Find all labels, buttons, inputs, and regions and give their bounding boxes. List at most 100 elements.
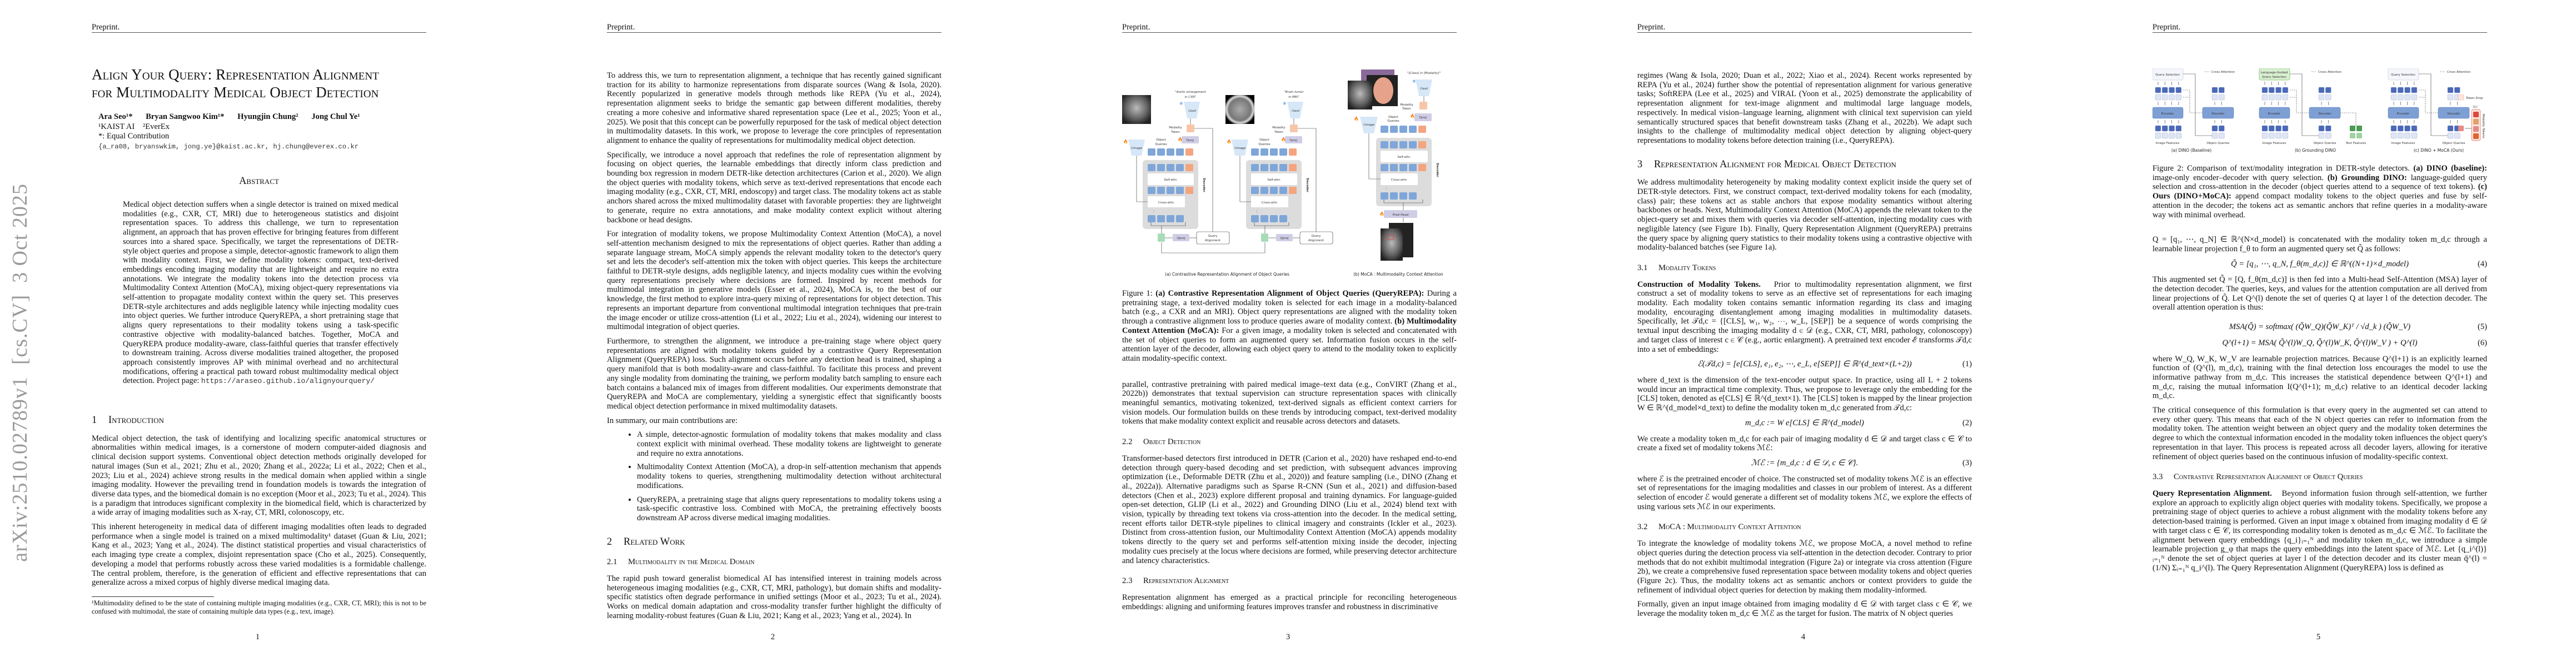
pooled-query bbox=[1261, 233, 1268, 242]
object-queries-label: Queries bbox=[1387, 120, 1399, 123]
paragraph: Representation alignment has emerged as … bbox=[1122, 593, 1457, 611]
author: Bryan Sangwoo Kim¹* bbox=[146, 112, 225, 121]
query-alignment-box bbox=[1196, 231, 1230, 245]
image-feature-token bbox=[2175, 94, 2182, 101]
modality-token bbox=[1289, 148, 1297, 156]
self-attn-label: Self-attn bbox=[1164, 178, 1177, 182]
pooled-query bbox=[1158, 233, 1165, 242]
project-page-link[interactable]: https://araseo.github.io/alignyourquery/ bbox=[201, 377, 375, 386]
modality-token bbox=[2473, 126, 2479, 132]
object-query bbox=[1270, 215, 1278, 222]
page-number: 2 bbox=[770, 633, 775, 641]
caption-text: language-guided query selection and cros… bbox=[2153, 173, 2488, 192]
object-query bbox=[1260, 187, 1268, 194]
page-4: Preprint. regimes (Wang & Isola, 2020; D… bbox=[1546, 0, 2061, 667]
paragraph: Specifically, we introduce a novel appro… bbox=[607, 150, 941, 225]
caption-label: Figure 2: bbox=[2153, 164, 2184, 173]
cross-attn-block bbox=[1148, 196, 1185, 207]
object-query bbox=[1148, 164, 1155, 171]
figure-1-caption: Figure 1: (a) Contrastive Representation… bbox=[1122, 289, 1457, 364]
text-prompt: "Brain tumor bbox=[1284, 91, 1304, 94]
image-feature-token bbox=[2390, 125, 2397, 132]
equation-2: m_d,c := W e[CLS] ∈ ℝ^(d_model)(2) bbox=[1637, 419, 1972, 428]
language-guided-query-selection-box bbox=[2259, 68, 2290, 81]
trainable-fire-icon: 🔥 bbox=[1123, 139, 1128, 144]
equation-number: (3) bbox=[1962, 458, 1972, 467]
object-query bbox=[1157, 187, 1165, 194]
affiliations: ¹KAIST AI ²EverEx bbox=[98, 122, 170, 131]
t-proj-label: Tproj bbox=[1289, 139, 1297, 142]
section-title: Representation Alignment for Medical Obj… bbox=[1654, 158, 1896, 170]
query-row bbox=[1381, 141, 1426, 148]
frozen-snowflake-icon: ❄ bbox=[1412, 79, 1416, 84]
object-queries-label: Queries bbox=[1155, 143, 1167, 146]
footnote-rule bbox=[92, 596, 214, 597]
paragraph: where d_text is the dimension of the tex… bbox=[1637, 375, 1972, 413]
object-query-token bbox=[2325, 125, 2331, 132]
page-number: 4 bbox=[1801, 633, 1806, 641]
abstract: Medical object detection suffers when a … bbox=[123, 200, 398, 386]
text-encoder-label: ℰtext bbox=[1292, 109, 1300, 113]
object-query bbox=[1270, 148, 1278, 156]
lg-query-selection-label: Language-Guided bbox=[2261, 71, 2288, 74]
image-feature-token bbox=[2275, 94, 2281, 101]
object-queries-label: Object Queries bbox=[2207, 142, 2230, 145]
object-query bbox=[1176, 148, 1184, 156]
encoder-block bbox=[2259, 107, 2290, 119]
modality-token bbox=[1289, 187, 1297, 194]
paragraph: To integrate the knowledge of modality t… bbox=[1637, 539, 1972, 595]
modality-token bbox=[2473, 112, 2479, 117]
cxr-image bbox=[1348, 81, 1372, 109]
frozen-snowflake-icon: ❄ bbox=[1179, 101, 1183, 106]
image-feature-token bbox=[2261, 132, 2268, 139]
object-query-token bbox=[2447, 132, 2454, 139]
paragraph: Furthermore, to strengthen the alignment… bbox=[607, 336, 941, 411]
subsection-number: 3.3 bbox=[2153, 472, 2163, 482]
cross-attention-legend: Cross Attention bbox=[2318, 71, 2342, 74]
object-query-token bbox=[2211, 94, 2218, 101]
object-queries-label: Object bbox=[1259, 138, 1270, 142]
subsection-number: 2.1 bbox=[607, 558, 617, 567]
decoder-label: Decoder bbox=[1202, 178, 1205, 192]
image-feature-token bbox=[2404, 125, 2410, 132]
modality-token-label: Token bbox=[1402, 107, 1411, 111]
modality-tokens-set bbox=[2471, 109, 2481, 141]
object-query bbox=[1279, 215, 1287, 222]
query-alignment-label: Alignment bbox=[1205, 239, 1221, 242]
token-drop-slot bbox=[2458, 94, 2464, 101]
encoder-label: Encoder bbox=[2268, 112, 2281, 116]
equation-body: Q^(l+1) = MSA( Q̃^(l)W_Q, Q̃^(l)W_K, Q̃^… bbox=[2222, 338, 2418, 347]
object-query-token bbox=[2211, 132, 2218, 139]
object-query bbox=[1148, 148, 1155, 156]
trainable-fire-icon: 🔥 bbox=[1354, 116, 1359, 121]
image-feature-token bbox=[2169, 132, 2175, 139]
section-title: Related Work bbox=[624, 536, 685, 547]
image-feature-token bbox=[2282, 125, 2289, 132]
abstract-heading-block: Abstract bbox=[92, 176, 426, 186]
image-feature-token bbox=[2398, 125, 2404, 132]
q-proj-label: Qproj bbox=[1177, 237, 1185, 240]
object-query bbox=[1279, 164, 1287, 171]
modality-token-label: Token bbox=[1274, 131, 1283, 134]
object-query bbox=[1176, 164, 1184, 171]
paragraph-lead: Query Representation Alignment. bbox=[2153, 489, 2272, 498]
image-feature-token bbox=[2275, 87, 2281, 93]
image-feature-token bbox=[2398, 132, 2404, 139]
title-block: Align Your Query: Representation Alignme… bbox=[92, 66, 426, 152]
modality-token-label: Token bbox=[1170, 131, 1180, 134]
object-query bbox=[1167, 148, 1174, 156]
paragraph: We address multimodality heterogeneity b… bbox=[1637, 178, 1972, 252]
image-feature-token bbox=[2404, 94, 2410, 101]
object-query bbox=[1157, 215, 1165, 222]
image-feature-token bbox=[2275, 132, 2281, 139]
query-selection-label: Query Selection bbox=[2155, 73, 2180, 77]
page-number: 1 bbox=[255, 633, 260, 641]
subsection-title: Representation Alignment bbox=[1143, 576, 1229, 586]
decoder-label: Decoder bbox=[2318, 112, 2331, 116]
image-feature-token bbox=[2390, 132, 2397, 139]
caption-bold: (a) Contrastive Representation Alignment… bbox=[1155, 289, 1424, 298]
text-features-label: Text Features bbox=[2345, 142, 2366, 145]
